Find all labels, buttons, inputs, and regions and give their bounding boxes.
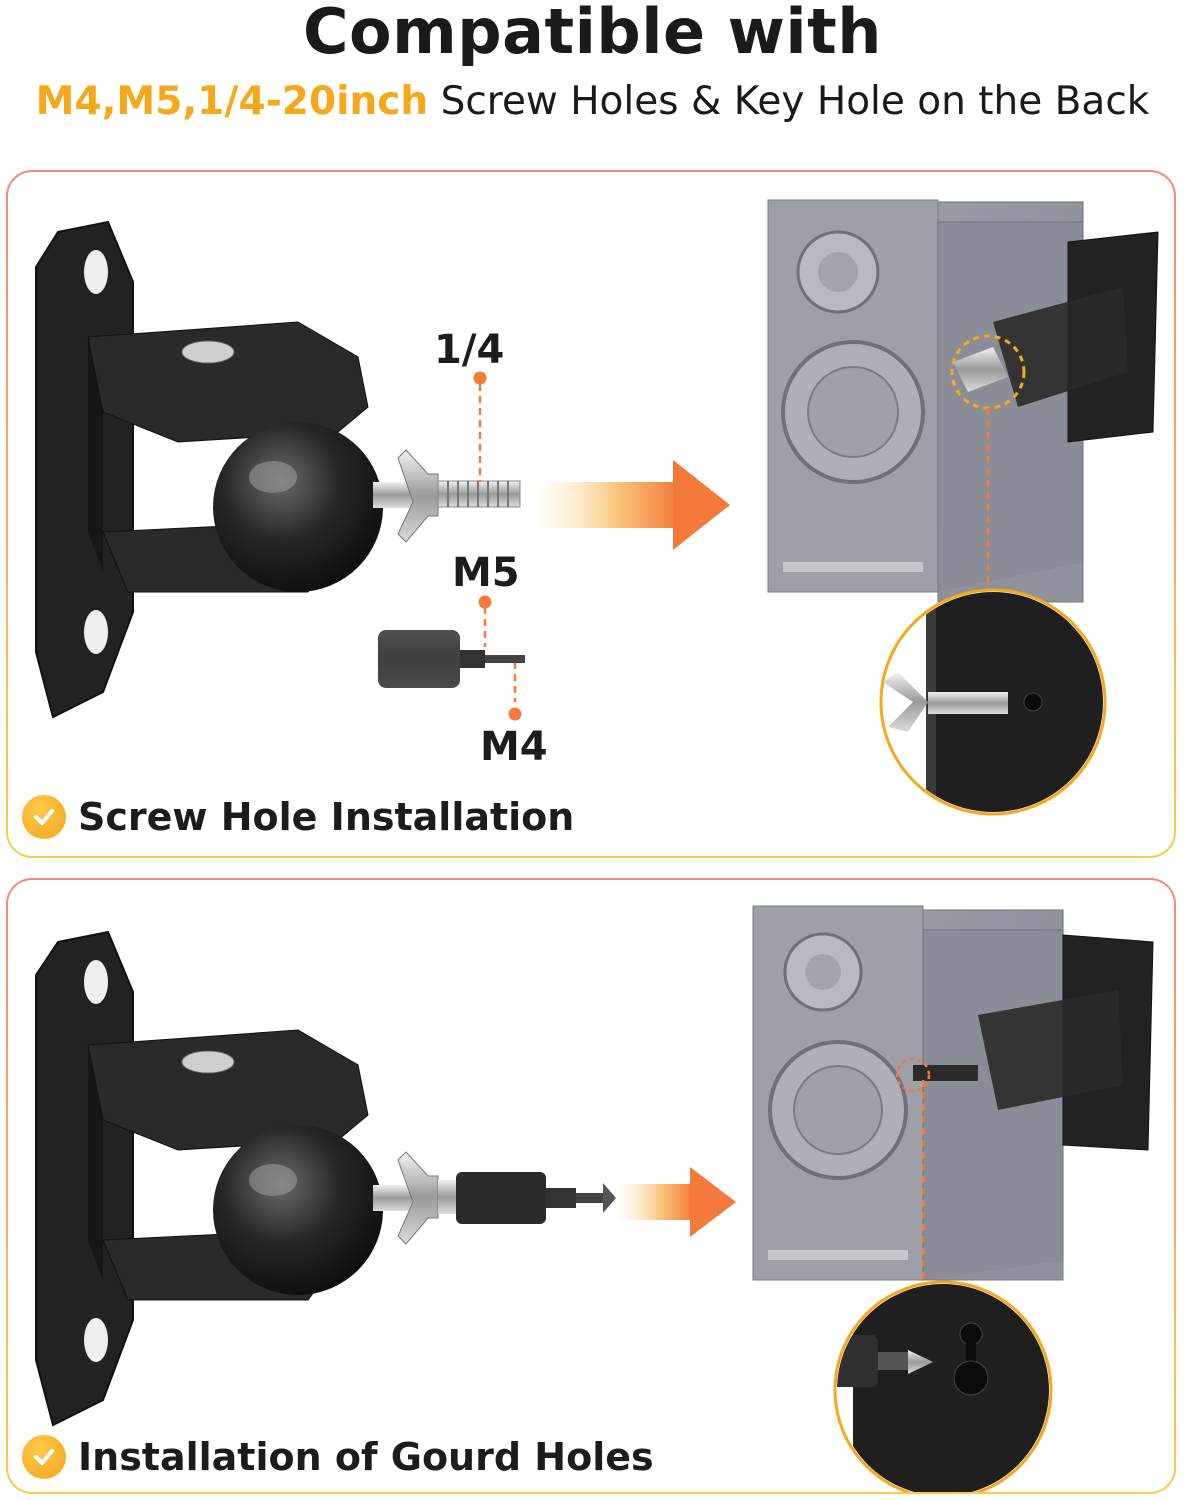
- thread-adapter: [378, 630, 525, 688]
- thread-label-m5: M5: [452, 550, 520, 596]
- speaker-with-mount: [767, 199, 1159, 612]
- wingnut-with-adapter: [373, 1151, 616, 1245]
- arrow-right-icon: [613, 1167, 736, 1237]
- zoom-detail: [833, 1280, 1053, 1492]
- check-circle-icon: [22, 795, 66, 839]
- m4-dot: [508, 707, 522, 721]
- wingnut-bolt: [373, 449, 521, 543]
- subtitle-text: Screw Holes & Key Hole on the Back: [440, 79, 1150, 124]
- dimension-leaders: [478, 384, 517, 702]
- m5-dot: [478, 595, 492, 609]
- thread-label-quarter: 1/4: [434, 327, 505, 373]
- quarter-dot: [473, 371, 487, 385]
- section-label: Installation of Gourd Holes: [78, 1435, 654, 1479]
- section-label-row: Screw Hole Installation: [22, 795, 574, 839]
- page-subtitle: M4,M5,1/4-20inch Screw Holes & Key Hole …: [0, 78, 1185, 126]
- thread-label-m4: M4: [480, 724, 548, 770]
- zoom-detail: [879, 588, 1107, 816]
- check-circle-icon: [22, 1435, 66, 1479]
- wall-mount-bracket: [35, 930, 383, 1427]
- screw-hole-panel: 1/4 M5 M4 Screw Hole Installation: [6, 170, 1176, 858]
- gourd-hole-panel: Installation of Gourd Holes: [6, 878, 1176, 1494]
- section-label: Screw Hole Installation: [78, 795, 575, 839]
- screw-hole-illustration: [35, 199, 1159, 816]
- thread-sizes-highlight: M4,M5,1/4-20inch: [35, 79, 429, 124]
- page-title: Compatible with: [303, 0, 882, 68]
- gourd-hole-illustration: [35, 905, 1154, 1492]
- section-label-row: Installation of Gourd Holes: [22, 1435, 654, 1479]
- wall-mount-bracket: [35, 220, 383, 719]
- arrow-right-icon: [528, 460, 730, 550]
- speaker-with-mount: [752, 905, 1154, 1300]
